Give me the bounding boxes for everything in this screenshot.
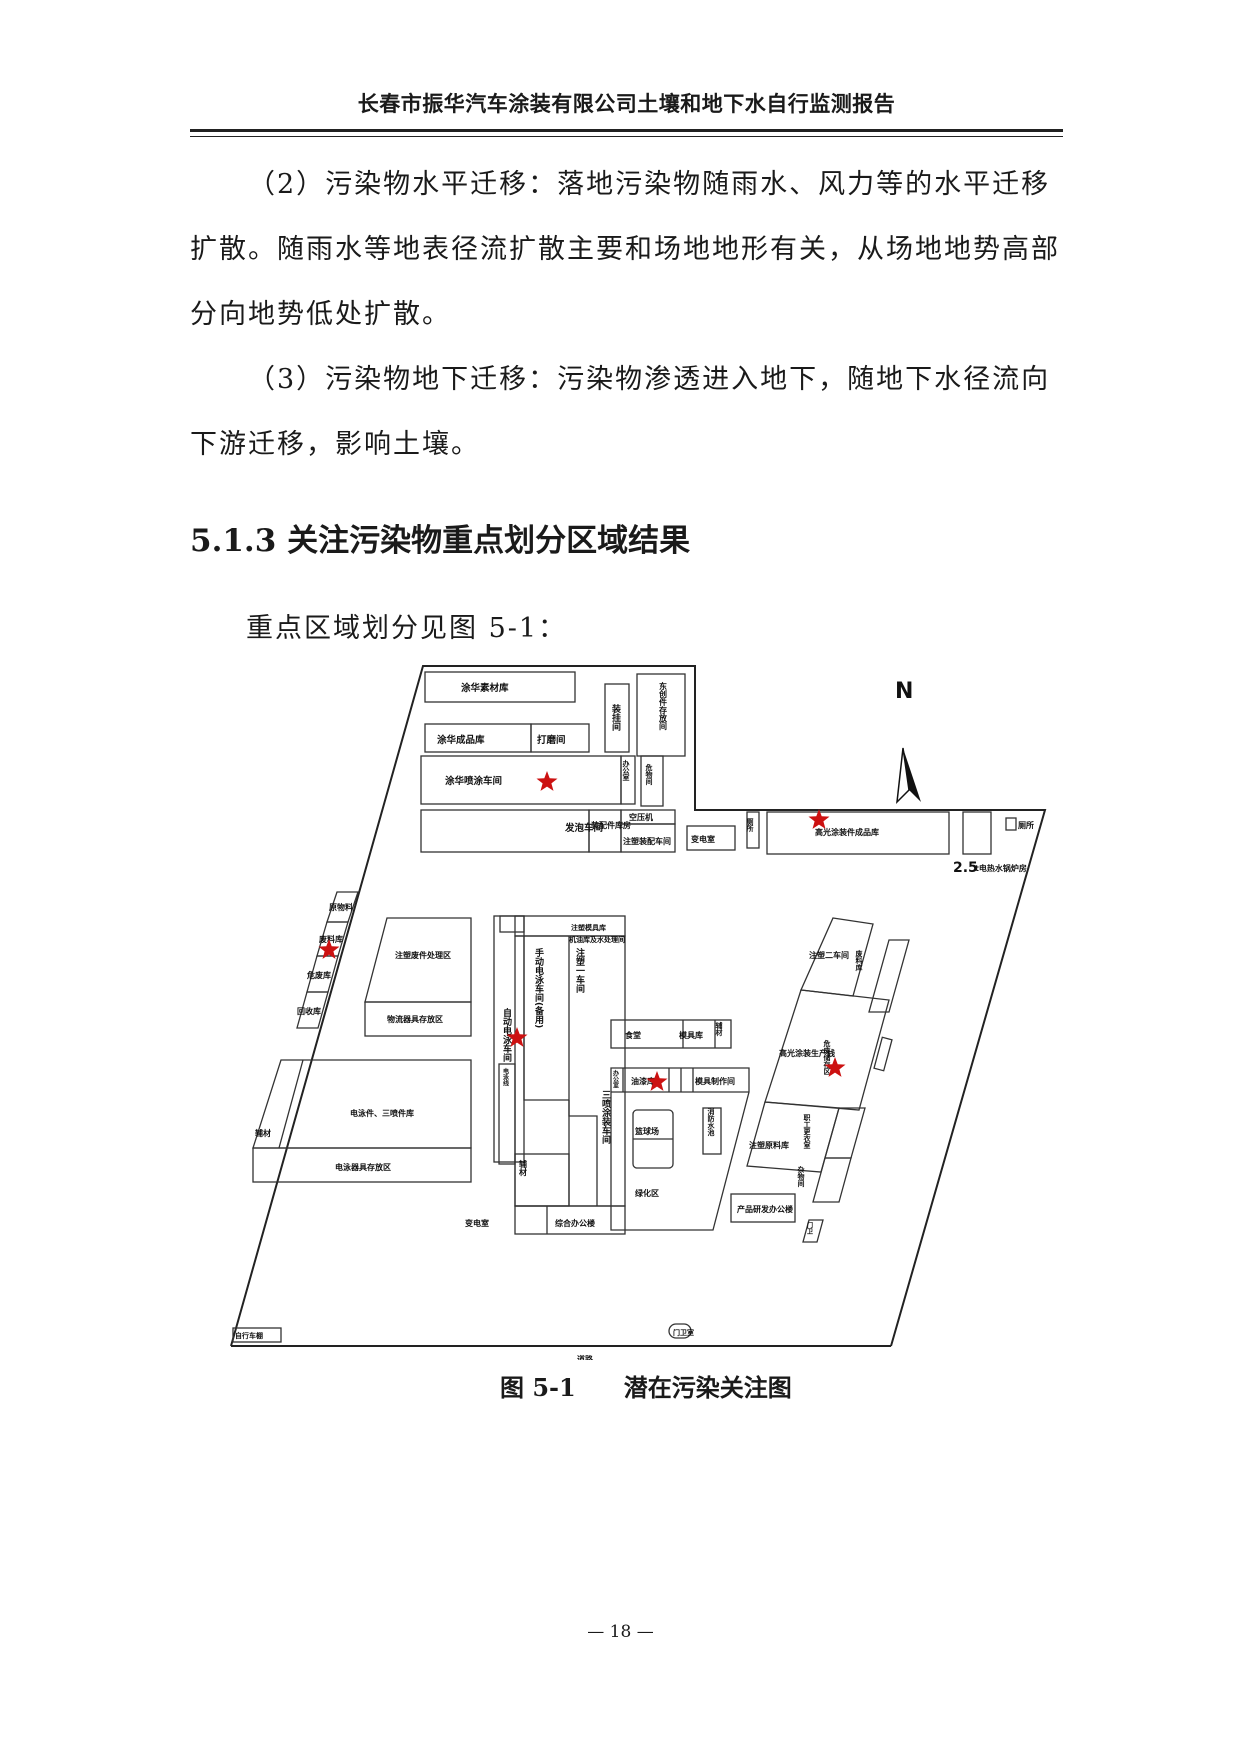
star-icon: [808, 809, 830, 829]
map-label: 门卫室: [673, 1328, 694, 1337]
map-label: 杂物间: [797, 1165, 805, 1188]
map-label: 模具库: [679, 1030, 703, 1040]
map-label: 装配件库房: [590, 820, 631, 830]
paragraph-2-line-2: 下游迁移，影响土壤。: [190, 429, 480, 460]
map-label: 注塑二车间: [809, 950, 849, 960]
map-label: 厕所: [1018, 820, 1034, 830]
star-icon: [536, 771, 558, 791]
running-header: 长春市振华汽车涂装有限公司土壤和地下水自行监测报告: [357, 92, 896, 116]
map-label: 空压机: [629, 812, 653, 822]
map-label: 涂华素材库: [461, 682, 509, 694]
map-label: 产品研发办公楼: [737, 1204, 793, 1214]
star-icon: [506, 1027, 528, 1047]
map-label: 高光涂装件成品库: [815, 827, 879, 837]
map-label: 注塑装配车间: [623, 836, 671, 846]
map-label: 办公室: [612, 1069, 619, 1089]
map-label: 道路: [577, 1354, 594, 1360]
map-label: 门卫: [806, 1221, 813, 1235]
map-label: 食堂: [625, 1030, 641, 1040]
map-label: 危物间: [645, 763, 654, 786]
map-label: 发泡车间: [564, 822, 603, 834]
map-label: 变电室: [691, 834, 715, 844]
map-label: 高光涂装生产线: [779, 1048, 835, 1058]
map-label: 模具制作间: [695, 1076, 735, 1086]
figure-lead-text: 重点区域划分见图 5-1：: [246, 613, 568, 644]
map-label: 注塑一车间: [574, 947, 585, 994]
map-label: 物流器具存放区: [387, 1014, 443, 1024]
pollution-focus-stars: [318, 771, 846, 1091]
map-label: 注塑原料库: [749, 1140, 789, 1150]
map-label: 危废库: [306, 970, 331, 980]
map-label: 办公室: [622, 759, 630, 782]
figure-number: 图 5-1: [500, 1373, 576, 1402]
map-label: 回收库: [297, 1006, 321, 1016]
map-label: 注塑废件处理区: [395, 950, 451, 960]
paragraph-1-line-2: 扩散。随雨水等地表径流扩散主要和场地地形有关，从场地地势高部: [190, 234, 1060, 265]
paragraph-2-line-1: （3）污染物地下迁移：污染物渗透进入地下，随地下水径流向: [248, 364, 1051, 395]
map-label: 自行车棚: [235, 1331, 263, 1340]
site-plan-figure: N 涂华素材库 涂华成品库 打磨间 涂华喷涂车间 发泡车间 装配件库房 空压机 …: [230, 665, 1047, 1360]
map-label: 废料库: [319, 934, 343, 944]
section-heading: 5.1.3 关注污染物重点划分区域结果: [190, 523, 691, 559]
map-label: t电热水锅炉房: [975, 863, 1027, 873]
map-label: 涂华喷涂车间: [445, 775, 502, 787]
map-label: 机油库及水处理间: [569, 935, 625, 944]
paragraph-1-line-3: 分向地势低处扩散。: [190, 299, 451, 330]
map-label: 变电室: [465, 1218, 489, 1228]
map-label: 综合办公楼: [555, 1218, 595, 1228]
header-rule-thick: [190, 129, 1063, 132]
figure-title: 潜在污染关注图: [623, 1373, 792, 1402]
map-label: 电泳器具存放区: [335, 1162, 391, 1172]
map-label: 消防水池: [707, 1107, 716, 1137]
map-label: 东创件存放间: [658, 681, 668, 731]
star-icon: [824, 1057, 846, 1077]
map-label: 三喷涂装车间: [600, 1090, 612, 1145]
map-label: 涂华成品库: [437, 734, 485, 746]
page-number: — 18 —: [587, 1622, 654, 1642]
site-boundary: [230, 665, 1047, 1347]
map-label: 辅材: [255, 1128, 271, 1138]
map-label: 电泳件、三喷件库: [350, 1108, 414, 1118]
north-label: N: [895, 679, 913, 704]
star-icon: [646, 1071, 668, 1091]
map-label: 打磨间: [537, 734, 566, 746]
figure-caption: 图 5-1 潜在污染关注图: [500, 1368, 792, 1403]
map-label: 手动电泳车间(备用): [533, 947, 545, 1028]
map-label: 篮球场: [634, 1126, 659, 1136]
map-label: 绿化区: [635, 1188, 659, 1198]
map-label: 装挂间: [610, 703, 622, 732]
map-label: 职工更衣室: [803, 1113, 812, 1150]
map-label: 注塑模具库: [571, 923, 606, 932]
map-label: 原物料: [329, 902, 353, 912]
paragraph-1-line-1: （2）污染物水平迁移：落地污染物随雨水、风力等的水平迁移: [248, 169, 1051, 200]
map-label: 油漆库: [631, 1076, 655, 1086]
map-label: 危废储存区: [823, 1039, 832, 1076]
map-label: 辅材: [519, 1159, 528, 1177]
map-label: 辅材: [715, 1021, 724, 1037]
star-icon: [318, 939, 340, 959]
header-rule-thin: [190, 136, 1063, 137]
map-label: 厕所: [746, 817, 754, 833]
map-label: 自动电泳车间: [501, 1007, 512, 1063]
map-label: 2.5: [953, 860, 978, 876]
north-arrow-icon: [896, 747, 921, 805]
map-label: 废料库: [855, 949, 863, 972]
map-label: 电泳线: [502, 1067, 509, 1087]
